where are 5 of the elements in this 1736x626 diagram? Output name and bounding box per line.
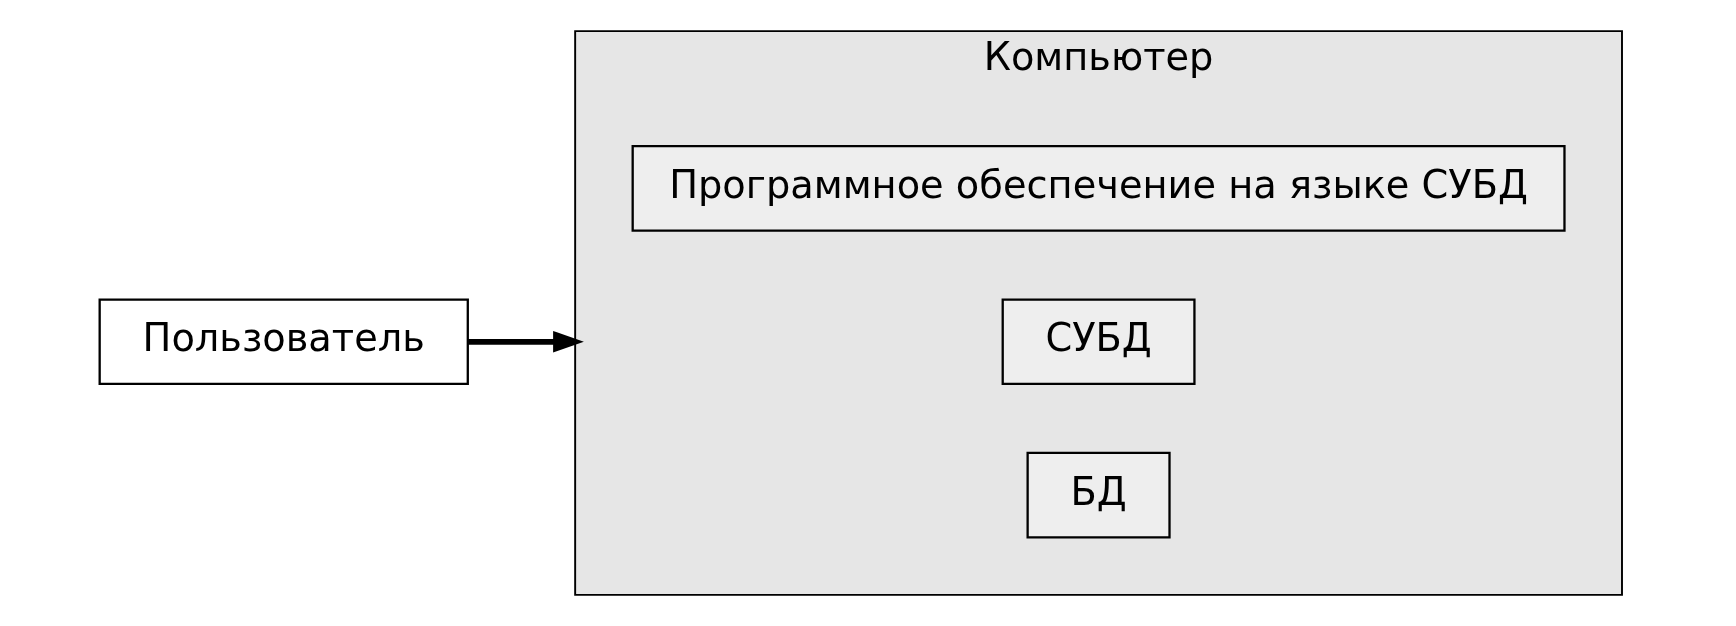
node-box: Пользователь (98, 298, 469, 386)
node-box: Программное обеспечение на языке СУБД (631, 145, 1566, 232)
node-box: СУБД (1001, 298, 1196, 386)
arrow (467, 331, 584, 353)
node-box: БД (1026, 451, 1171, 539)
